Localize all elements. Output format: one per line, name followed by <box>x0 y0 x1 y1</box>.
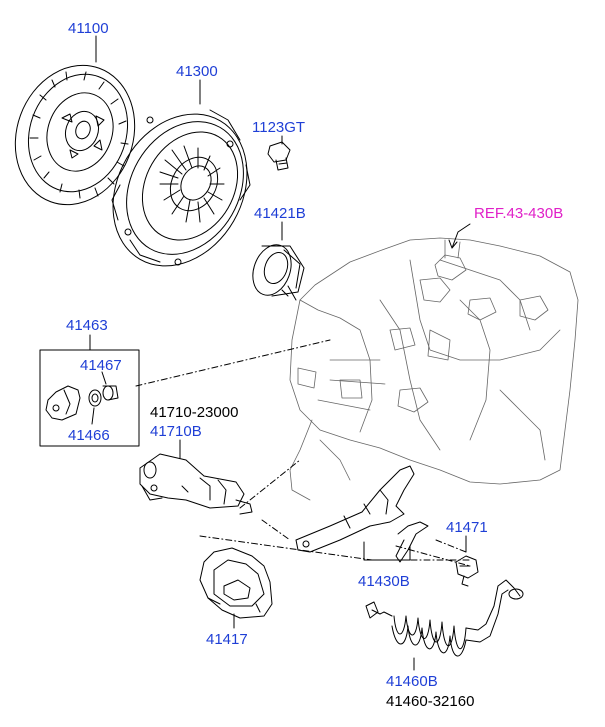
label-41100: 41100 <box>68 20 109 37</box>
bracket <box>45 385 81 421</box>
alignment-lines <box>135 339 471 567</box>
release-fork <box>295 465 415 553</box>
bracket-bushing <box>102 385 119 401</box>
ref-leader-line <box>451 223 471 249</box>
label-ref-43-430b: REF.43-430B <box>474 205 563 222</box>
label-41710b: 41710B <box>150 423 202 440</box>
label-41471: 41471 <box>446 519 488 536</box>
label-leader-41466 <box>91 407 95 425</box>
label-41467: 41467 <box>80 357 122 374</box>
label-41463: 41463 <box>66 317 108 334</box>
label-41300: 41300 <box>176 63 218 80</box>
transaxle-housing <box>289 237 579 501</box>
fork-pivot <box>455 555 479 587</box>
label-41466: 41466 <box>68 427 110 444</box>
label-41430b: 41430B <box>358 573 410 590</box>
label-41710-23000: 41710-23000 <box>150 404 238 421</box>
label-41421b: 41421B <box>254 205 306 222</box>
ref-leader-arrow <box>448 239 458 249</box>
clutch-disc <box>14 64 136 206</box>
label-leader-41467 <box>101 371 107 385</box>
boot <box>199 547 273 619</box>
hose <box>365 579 524 657</box>
label-41460-32160: 41460-32160 <box>386 693 474 710</box>
label-41460b: 41460B <box>386 673 438 690</box>
fork-spring-clip <box>395 521 429 563</box>
release-cylinder <box>139 453 253 515</box>
label-leader-41430b <box>363 541 411 561</box>
release-bearing <box>252 244 305 301</box>
label-41417: 41417 <box>206 631 248 648</box>
bolt <box>267 141 291 171</box>
pressure-plate <box>111 109 251 267</box>
bracket-clip <box>88 389 102 407</box>
label-1123gt: 1123GT <box>252 119 305 136</box>
